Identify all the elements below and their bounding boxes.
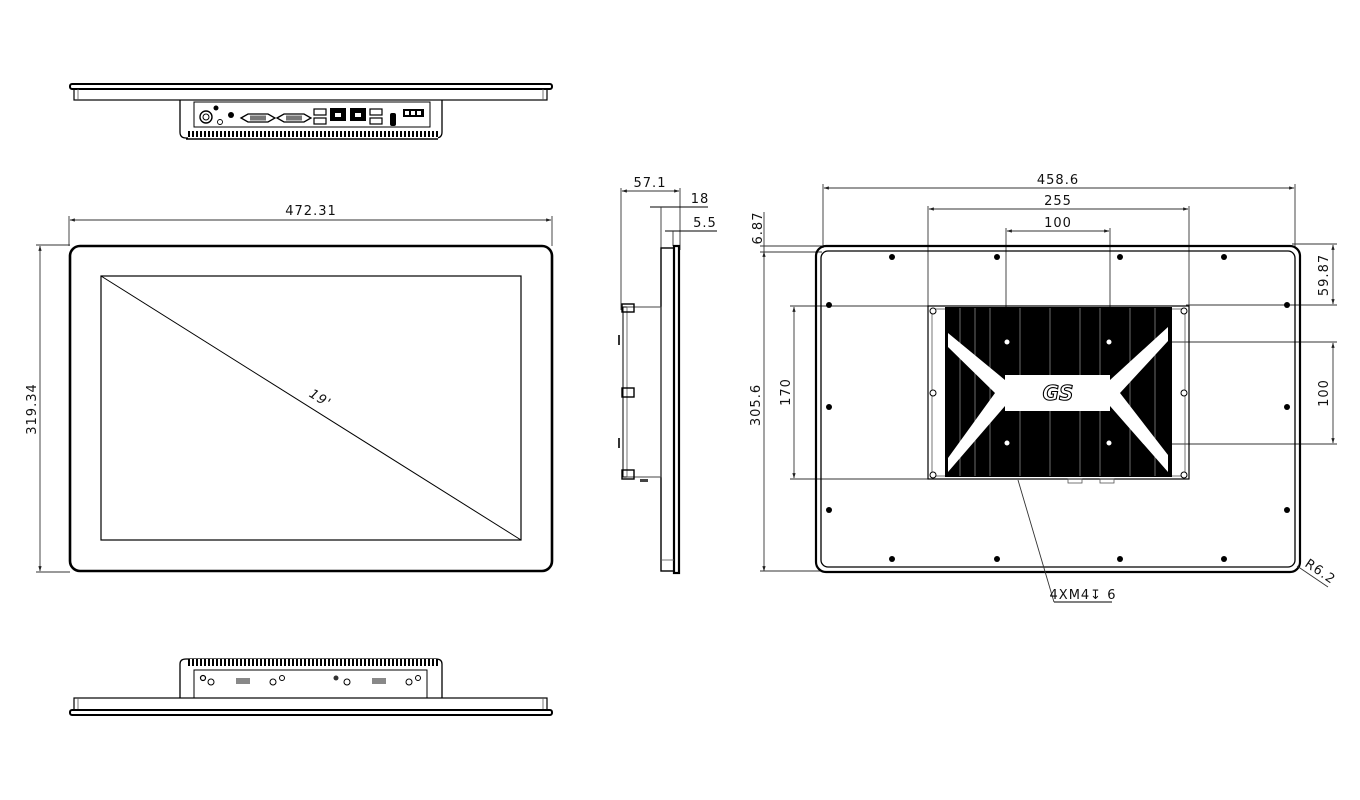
rear-view: 458.6 255 100 6.87 305.6 170 59.87 100 [749,173,1338,603]
front-view: 472.31 319.34 19' [25,204,554,573]
serial-port-2 [275,113,313,123]
rear-width-label: 458.6 [1037,173,1079,188]
vesa-width-label: 100 [1044,216,1072,231]
heatsink-box: GS [927,305,1190,484]
logo-text: GS [1043,381,1074,405]
front-width-label: 472.31 [285,204,337,219]
depth-label: 57.1 [634,176,667,191]
top-offset-label: 6.87 [751,212,766,245]
top-view [69,83,553,140]
corner-radius-label: R6.2 [1302,556,1338,587]
front-height-label: 319.34 [25,383,40,435]
mount-width-label: 255 [1044,194,1072,209]
bottom-ports [199,674,421,686]
rear-height-label: 305.6 [749,384,764,426]
perimeter-screws [826,254,1290,562]
bezel-depth-label: 18 [691,192,710,207]
vesa-holes [1003,338,1113,447]
serial-port-1 [239,113,277,123]
io-ports [199,105,424,126]
bottom-view [69,658,553,716]
screw-callout: 4XM4↧ 6 [1050,588,1117,603]
vesa-top-offset-label: 59.87 [1317,254,1332,296]
vesa-height-label: 100 [1317,379,1332,407]
mount-height-label: 170 [779,378,794,406]
side-view: 57.1 18 5.5 [618,176,717,575]
front-thickness-label: 5.5 [693,216,717,231]
